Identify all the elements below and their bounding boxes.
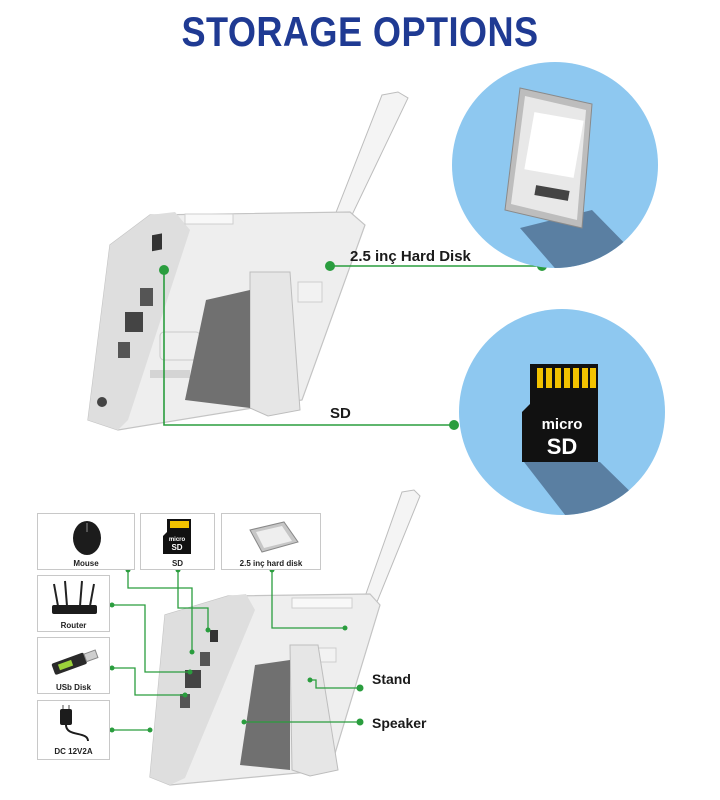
monitor-rear-view-bottom xyxy=(149,489,421,786)
callout-hard-disk: 2.5 inç Hard Disk xyxy=(350,248,471,265)
usb-disk-icon xyxy=(51,649,99,675)
callout-sd: SD xyxy=(330,405,351,422)
router-icon xyxy=(52,580,97,614)
hard-disk-circle xyxy=(452,62,658,268)
microsd-card-line2: SD xyxy=(547,434,578,459)
mouse-icon xyxy=(73,521,101,555)
peripheral-router: Router xyxy=(37,575,110,632)
peripheral-dc-adapter: DC 12V2A xyxy=(37,700,110,760)
microsd-card-line1: micro xyxy=(542,416,583,433)
peripheral-router-label: Router xyxy=(60,621,87,630)
hard-disk-small-icon xyxy=(249,521,299,553)
microsd-card-icon: micro SD xyxy=(522,364,598,462)
connector-lines-top xyxy=(163,265,542,426)
power-adapter-icon xyxy=(60,705,89,742)
peripheral-hard-disk: 2.5 inç hard disk xyxy=(221,513,321,570)
sd-card-icon: micro SD xyxy=(163,519,191,554)
peripheral-usb-disk-label: USb Disk xyxy=(55,683,92,692)
sd-card-icon-line1: micro xyxy=(169,537,186,543)
peripheral-dc-label: DC 12V2A xyxy=(54,747,93,756)
microsd-circle: micro SD xyxy=(459,309,665,515)
connector-lines-bottom xyxy=(112,570,360,731)
sd-card-icon-line2: SD xyxy=(171,543,182,552)
callout-speaker: Speaker xyxy=(372,715,427,731)
peripheral-mouse: Mouse xyxy=(37,513,135,570)
callout-stand: Stand xyxy=(372,671,411,687)
peripheral-sd: micro SD SD xyxy=(140,513,215,570)
peripheral-mouse-label: Mouse xyxy=(73,559,99,568)
peripheral-sd-label: SD xyxy=(171,559,184,568)
peripheral-usb-disk: USb Disk xyxy=(37,637,110,694)
hard-disk-icon xyxy=(504,87,593,229)
page-title: STORAGE OPTIONS xyxy=(181,8,539,55)
peripheral-hard-disk-label: 2.5 inç hard disk xyxy=(239,559,303,568)
